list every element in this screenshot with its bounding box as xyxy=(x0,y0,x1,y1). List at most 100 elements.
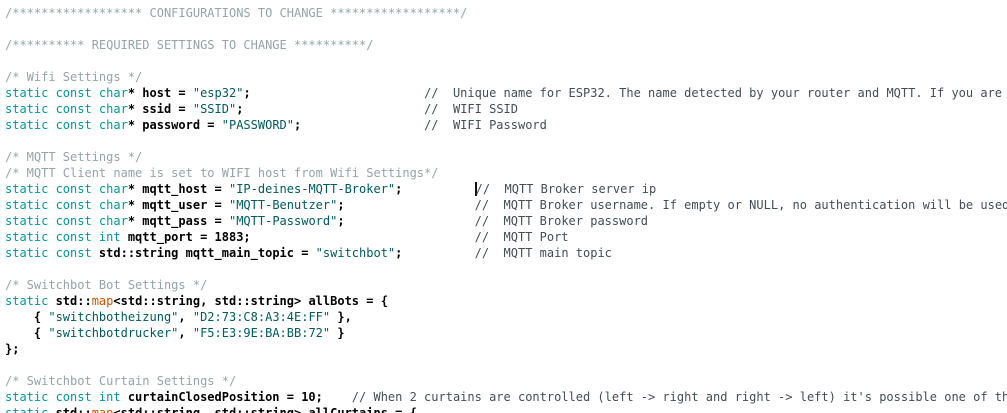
code-token: , xyxy=(178,326,193,340)
whitespace xyxy=(251,86,424,100)
code-line: /* MQTT Client name is set to WIFI host … xyxy=(5,165,1007,181)
line-comment-token: // MQTT Broker username. If empty or NUL… xyxy=(474,198,1007,212)
string-token: "MQTT-Password" xyxy=(228,214,338,228)
keyword-token: static xyxy=(5,406,56,413)
line-comment-token: // MQTT Broker server ip xyxy=(475,182,657,196)
keyword-token: static const char xyxy=(5,214,128,228)
code-token: * mqtt_host = xyxy=(127,182,229,196)
code-token: <std::string, std::string> allCurtains =… xyxy=(113,406,417,413)
keyword-token: static const char xyxy=(5,182,128,196)
code-token: ; xyxy=(243,86,251,100)
whitespace xyxy=(402,182,474,196)
block-comment-token: /********** REQUIRED SETTINGS TO CHANGE … xyxy=(5,38,374,52)
code-token: , xyxy=(178,310,193,324)
code-line: static std::map<std::string, std::string… xyxy=(5,405,1007,413)
code-line: static std::map<std::string, std::string… xyxy=(5,293,1007,309)
code-line: static const char* password = "PASSWORD"… xyxy=(5,117,1007,133)
code-line xyxy=(5,21,1007,37)
code-token: ; xyxy=(337,198,345,212)
function-token: map xyxy=(91,406,114,413)
code-line xyxy=(5,133,1007,149)
code-line xyxy=(5,53,1007,69)
string-token: "SSID" xyxy=(192,102,237,116)
string-token: "PASSWORD" xyxy=(221,118,294,132)
line-comment-token: // WIFI SSID xyxy=(424,102,518,116)
string-token: "switchbotheizung" xyxy=(48,310,179,324)
code-line: { "switchbotheizung", "D2:73:C8:A3:4E:FF… xyxy=(5,309,1007,325)
code-token: ; xyxy=(337,214,345,228)
whitespace xyxy=(345,214,475,228)
code-token: curtainClosedPosition = 10; xyxy=(120,390,323,404)
code-line: /* Wifi Settings */ xyxy=(5,69,1007,85)
string-token: "switchbot" xyxy=(315,246,396,260)
code-token: <std::string, std::string> allBots = { xyxy=(113,294,388,308)
code-line: static const std::string mqtt_main_topic… xyxy=(5,245,1007,261)
keyword-token: static const char xyxy=(5,198,128,212)
keyword-token: static const int xyxy=(5,230,121,244)
line-comment-token: // When 2 curtains are controlled (left … xyxy=(351,390,1007,404)
whitespace xyxy=(301,118,424,132)
line-comment-token: // MQTT main topic xyxy=(474,246,612,260)
code-token: * host = xyxy=(127,86,193,100)
code-line: static const char* mqtt_host = "IP-deine… xyxy=(5,181,1007,197)
code-token: std:: xyxy=(55,294,92,308)
code-line: /********** REQUIRED SETTINGS TO CHANGE … xyxy=(5,37,1007,53)
code-token: * password = xyxy=(127,118,222,132)
string-token: "esp32" xyxy=(192,86,244,100)
code-token: mqtt_port = 1883; xyxy=(120,230,251,244)
string-token: "D2:73:C8:A3:4E:FF" xyxy=(192,310,331,324)
code-token: { xyxy=(5,326,49,340)
function-token: map xyxy=(91,294,114,308)
whitespace xyxy=(402,246,474,260)
string-token: "F5:E3:9E:BA:BB:72" xyxy=(192,326,331,340)
code-line: static const char* ssid = "SSID"; // WIF… xyxy=(5,101,1007,117)
code-line xyxy=(5,357,1007,373)
text-cursor xyxy=(474,182,477,196)
whitespace xyxy=(251,230,475,244)
code-line: static const char* mqtt_pass = "MQTT-Pas… xyxy=(5,213,1007,229)
block-comment-token: /* Switchbot Bot Settings */ xyxy=(5,278,208,292)
code-token: { xyxy=(5,310,49,324)
code-token: }; xyxy=(5,342,20,356)
code-line: /* Switchbot Curtain Settings */ xyxy=(5,373,1007,389)
code-token: } xyxy=(330,326,345,340)
line-comment-token: // MQTT Broker password xyxy=(474,214,649,228)
string-token: "MQTT-Benutzer" xyxy=(228,198,338,212)
whitespace xyxy=(345,198,475,212)
block-comment-token: /* Switchbot Curtain Settings */ xyxy=(5,374,237,388)
code-token: * mqtt_user = xyxy=(127,198,229,212)
block-comment-token: /* MQTT Client name is set to WIFI host … xyxy=(5,166,439,180)
code-line: /* MQTT Settings */ xyxy=(5,149,1007,165)
code-line: static const char* mqtt_user = "MQTT-Ben… xyxy=(5,197,1007,213)
keyword-token: static const char xyxy=(5,86,128,100)
code-line xyxy=(5,261,1007,277)
code-line: /****************** CONFIGURATIONS TO CH… xyxy=(5,5,1007,21)
block-comment-token: /* Wifi Settings */ xyxy=(5,70,143,84)
code-token: * mqtt_pass = xyxy=(127,214,229,228)
whitespace xyxy=(323,390,352,404)
block-comment-token: /****************** CONFIGURATIONS TO CH… xyxy=(5,6,468,20)
code-token: ; xyxy=(294,118,302,132)
code-token: std:: xyxy=(55,406,92,413)
code-line: static const char* host = "esp32"; // Un… xyxy=(5,85,1007,101)
string-token: "IP-deines-MQTT-Broker" xyxy=(228,182,396,196)
code-line: static const int mqtt_port = 1883; // MQ… xyxy=(5,229,1007,245)
code-token: * ssid = xyxy=(127,102,193,116)
code-token: ; xyxy=(395,182,403,196)
code-line: { "switchbotdrucker", "F5:E3:9E:BA:BB:72… xyxy=(5,325,1007,341)
code-token: ; xyxy=(395,246,403,260)
code-line: static const int curtainClosedPosition =… xyxy=(5,389,1007,405)
keyword-token: static const char xyxy=(5,118,128,132)
code-token: ; xyxy=(236,102,244,116)
line-comment-token: // MQTT Port xyxy=(474,230,569,244)
keyword-token: static const char xyxy=(5,102,128,116)
block-comment-token: /* MQTT Settings */ xyxy=(5,150,143,164)
code-token: std::string mqtt_main_topic = xyxy=(98,246,316,260)
line-comment-token: // WIFI Password xyxy=(424,118,547,132)
code-line: /* Switchbot Bot Settings */ xyxy=(5,277,1007,293)
code-token: }, xyxy=(330,310,352,324)
keyword-token: static xyxy=(5,294,56,308)
code-line: }; xyxy=(5,341,1007,357)
whitespace xyxy=(243,102,424,116)
